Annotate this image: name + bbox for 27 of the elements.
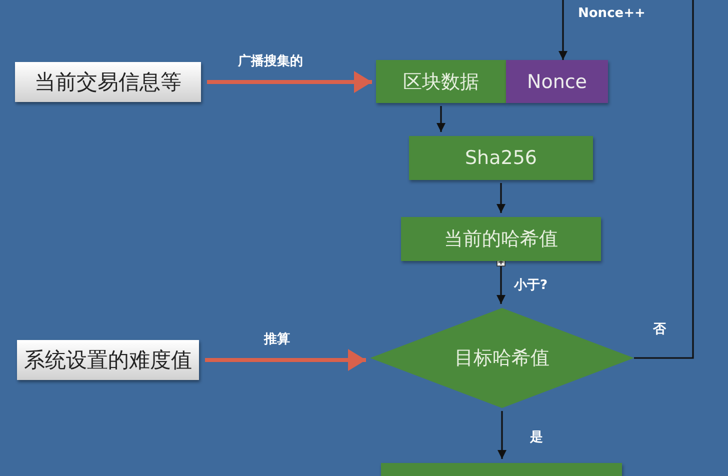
node-label: 区块数据 [403,70,479,94]
nonce-box [506,60,608,103]
arrow [558,0,694,359]
arrow [496,183,506,213]
arrow [436,106,446,132]
input-box [15,62,201,102]
process-box [376,60,506,103]
node-label: 系统设置的难度值 [24,347,192,374]
input-box [17,340,199,380]
process-box [381,463,622,476]
process-box [401,217,601,261]
arrow [496,264,506,304]
node-label: Nonce [526,70,587,92]
node-label: Sha256 [464,147,537,169]
edge-label: 小于? [512,276,550,294]
thick-arrow [207,71,372,93]
node-label: 当前交易信息等 [34,69,182,96]
edge-label: 推算 [262,330,292,348]
edge-label: 是 [528,428,545,446]
decision-diamond [370,308,634,408]
edge-label: 否 [651,320,668,338]
edge-label: 广播搜集的 [236,52,305,70]
node-label: 当前的哈希值 [444,227,558,252]
node-label: 目标哈希值 [454,346,550,371]
process-box [409,136,593,180]
arrow [498,411,506,459]
thick-arrow [205,349,366,371]
